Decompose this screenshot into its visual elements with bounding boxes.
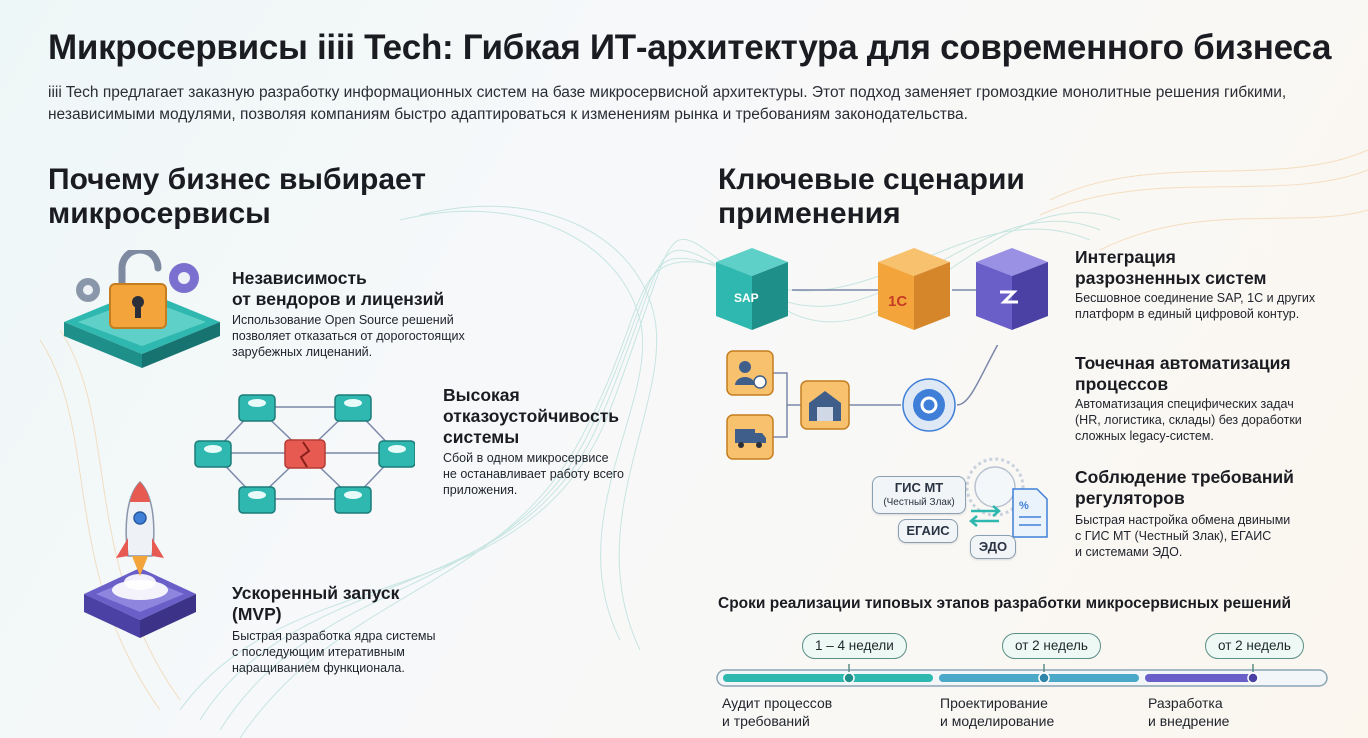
integration-illustration: SAP 1C <box>716 248 1048 330</box>
exchange-arrows-icon <box>969 505 1001 527</box>
truck-icon <box>726 414 774 460</box>
stage-duration-pill: от 2 недель <box>1002 633 1101 659</box>
document-icon: % <box>1012 488 1048 538</box>
stage-duration-pill: 1 – 4 недели <box>802 633 907 659</box>
page-title: Микросервисы iiii Tech: Гибкая ИТ-архите… <box>48 28 1332 67</box>
onec-logo: 1C <box>888 293 907 310</box>
sap-cube-icon: SAP <box>716 248 788 330</box>
timeline-track <box>716 664 1328 687</box>
timeline-segment-audit <box>723 674 933 682</box>
sap-logo: SAP <box>734 291 759 305</box>
scenario-title: Точечная автоматизация процессов <box>1075 353 1291 394</box>
timeline-marker <box>1038 672 1050 684</box>
gis-mt-badge: ГИС МТ (Честный Злак) <box>872 476 966 514</box>
stage-duration-pill: от 2 недель <box>1205 633 1304 659</box>
timeline-title: Сроки реализации типовых этапов разработ… <box>718 595 1292 612</box>
timeline-segment-dev <box>1145 674 1255 682</box>
automation-illustration <box>726 345 999 460</box>
feature-title: Независимость от вендоров и лицензий <box>232 268 445 309</box>
gear-icon <box>169 263 199 293</box>
scenario-text: Автоматизация специфических задач (HR, л… <box>1075 397 1302 443</box>
stage-label: Аудит процессов и требований <box>722 695 833 729</box>
stage-label: Проектирование и моделирование <box>940 695 1055 729</box>
platform-cube-icon <box>976 248 1048 330</box>
stage-label: Разработка и внедрение <box>1148 695 1230 729</box>
regulators-illustration: % <box>965 457 1048 538</box>
onec-cube-icon: 1C <box>878 248 950 330</box>
why-section-title: Почему бизнес выбирает микросервисы <box>48 163 427 230</box>
scenario-title: Соблюдение требований регуляторов <box>1075 467 1294 508</box>
svg-text:%: % <box>1019 500 1029 512</box>
feature-text: Сбой в одном микросервисе не останавлива… <box>443 451 625 497</box>
feature-text: Быстрая разработка ядра системы с послед… <box>232 629 436 675</box>
edo-badge: ЭДО <box>970 535 1016 559</box>
feature-title: Ускоренный запуск (MVP) <box>232 583 400 624</box>
scenarios-section-title: Ключевые сценарии применения <box>718 163 1025 230</box>
rocket-illustration <box>84 480 196 638</box>
timeline-marker <box>843 672 855 684</box>
hr-icon <box>726 350 774 396</box>
scenario-title: Интеграция разрозненных систем <box>1075 247 1267 288</box>
broken-node-icon <box>284 439 326 469</box>
lock-illustration <box>64 250 220 368</box>
feature-title: Высокая отказоустойчивость системы <box>443 385 620 447</box>
network-illustration <box>194 394 415 514</box>
scenario-text: Быстрая настройка обмена двиными с ГИС М… <box>1075 513 1291 559</box>
page-intro: iiii Tech предлагает заказную разработку… <box>48 84 1287 123</box>
egais-badge: ЕГАИС <box>898 519 958 543</box>
timeline-marker <box>1247 672 1259 684</box>
scenario-text: Бесшовное соединение SAP, 1С и других пл… <box>1075 291 1316 321</box>
gear-icon <box>76 278 100 302</box>
warehouse-icon <box>800 380 850 430</box>
settings-gear-icon <box>902 378 956 432</box>
feature-text: Использование Open Source решений позвол… <box>232 313 465 359</box>
